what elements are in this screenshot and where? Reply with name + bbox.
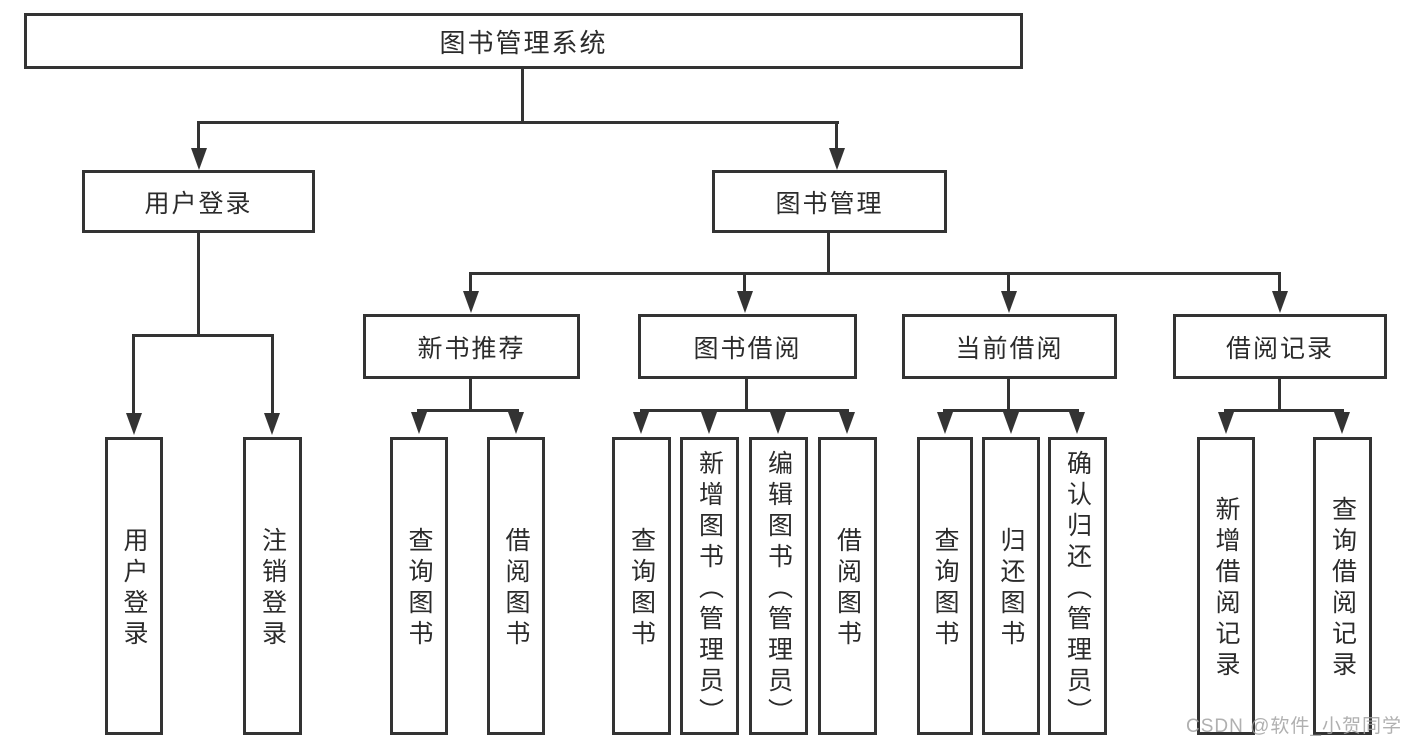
leaf-return-books: 归还图书 [982,437,1040,735]
arrow-down-icon [701,412,717,434]
leaf-label: 查询图书 [931,527,959,651]
arrow-down-icon [126,413,142,435]
connector-line [1278,272,1281,294]
leaf-label: 新增借阅记录 [1212,496,1240,682]
connector-line [132,334,274,337]
connector-line [1007,272,1010,294]
node-current-borrow: 当前借阅 [902,314,1117,379]
leaf-label: 查询图书 [627,527,656,651]
leaf-label: 借阅图书 [833,527,862,651]
node-label: 图书借阅 [693,334,802,363]
connector-line [469,272,472,294]
leaf-label: 查询借阅记录 [1328,496,1357,682]
arrow-down-icon [770,412,786,434]
connector-line [943,409,1079,412]
leaf-add-books-admin: 新增图书（管理员） [680,437,739,735]
leaf-edit-books-admin: 编辑图书（管理员） [749,437,808,735]
leaf-borrow-books-recommend: 借阅图书 [487,437,545,735]
node-label: 图书管理系统 [439,27,608,58]
arrow-down-icon [191,148,207,170]
node-label: 借阅记录 [1225,334,1334,363]
leaf-confirm-return-admin: 确认归还（管理员） [1048,437,1107,735]
arrow-down-icon [1218,412,1234,434]
arrow-down-icon [1272,291,1288,313]
arrow-down-icon [508,412,524,434]
leaf-logout: 注销登录 [243,437,302,735]
leaf-label: 注销登录 [258,527,287,651]
node-label: 图书管理 [775,189,884,218]
leaf-label: 用户登录 [120,527,148,651]
node-label: 用户登录 [144,189,253,218]
leaf-label: 借阅图书 [502,527,530,651]
node-root-library-system: 图书管理系统 [24,13,1023,69]
arrow-down-icon [737,291,753,313]
connector-line [417,409,519,412]
connector-line [132,334,135,415]
arrow-down-icon [829,148,845,170]
leaf-add-borrow-record: 新增借阅记录 [1197,437,1255,735]
connector-line [197,121,839,124]
csdn-watermark: CSDN @软件_小贺同学 [1186,716,1402,737]
leaf-borrow-books: 借阅图书 [818,437,877,735]
connector-line [521,69,524,124]
node-label: 当前借阅 [955,334,1064,363]
connector-line [640,409,849,412]
leaf-query-books-current: 查询图书 [917,437,973,735]
arrow-down-icon [1001,291,1017,313]
node-user-login: 用户登录 [82,170,315,233]
leaf-query-borrow-record: 查询借阅记录 [1313,437,1372,735]
arrow-down-icon [633,412,649,434]
connector-line [745,379,748,412]
connector-line [1278,379,1281,412]
arrow-down-icon [463,291,479,313]
node-label: 新书推荐 [417,334,526,363]
connector-line [469,379,472,412]
connector-line [743,272,746,294]
arrow-down-icon [1334,412,1350,434]
leaf-label: 确认归还（管理员） [1063,449,1092,729]
node-new-book-recommend: 新书推荐 [363,314,580,379]
arrow-down-icon [937,412,953,434]
connector-line [835,121,838,150]
leaf-label: 归还图书 [997,527,1025,651]
leaf-user-login: 用户登录 [105,437,163,735]
node-borrow-records: 借阅记录 [1173,314,1387,379]
arrow-down-icon [839,412,855,434]
leaf-label: 查询图书 [405,527,433,651]
arrow-down-icon [264,413,280,435]
connector-line [469,272,1281,275]
node-book-management: 图书管理 [712,170,947,233]
node-book-borrow: 图书借阅 [638,314,857,379]
arrow-down-icon [411,412,427,434]
connector-line [197,121,200,150]
connector-line [827,233,830,275]
arrow-down-icon [1069,412,1085,434]
leaf-label: 新增图书（管理员） [695,449,724,729]
leaf-query-books-borrow: 查询图书 [612,437,671,735]
connector-line [1007,379,1010,412]
leaf-label: 编辑图书（管理员） [764,449,793,729]
connector-line [271,334,274,415]
connector-line [1224,409,1344,412]
leaf-query-books-recommend: 查询图书 [390,437,448,735]
connector-line [197,233,200,337]
arrow-down-icon [1003,412,1019,434]
